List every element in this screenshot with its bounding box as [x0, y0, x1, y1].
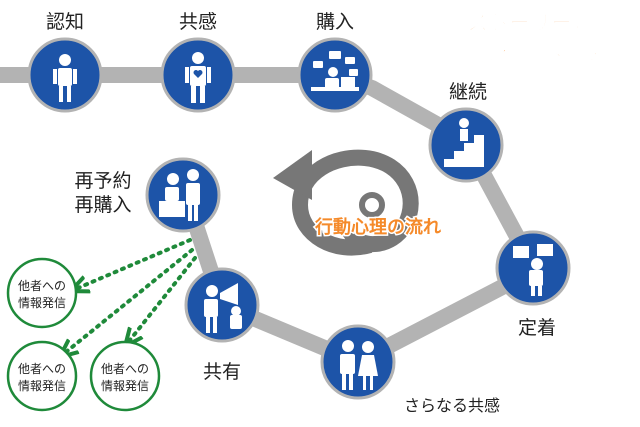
label-retention: 定着	[518, 317, 556, 339]
person-icon	[53, 54, 77, 102]
node-purchase	[297, 37, 373, 113]
share-arrow-2	[66, 248, 194, 352]
share-bubble-3-line1: 他者への	[101, 362, 149, 376]
meeting-icon	[159, 169, 200, 221]
label-further-empathy: さらなる共感	[404, 396, 500, 415]
node-further-empathy	[320, 324, 396, 400]
label-purchase: 購入	[316, 11, 354, 33]
node-empathy	[160, 37, 236, 113]
node-repeat	[145, 157, 221, 233]
share-bubble-3-line2: 情報発信	[101, 379, 149, 393]
label-share: 共有	[203, 361, 241, 383]
board-person-icon	[513, 244, 553, 296]
center-flow-label: 行動心理の流れ	[314, 216, 441, 238]
computer-user-icon	[311, 51, 359, 91]
share-arrow-3	[130, 256, 197, 340]
share-bubble-2-line1: 他者への	[18, 362, 66, 376]
node-share	[184, 267, 260, 343]
share-bubble-1-line1: 他者への	[18, 279, 66, 293]
label-continuation: 継続	[449, 81, 487, 103]
label-empathy: 共感	[179, 11, 217, 33]
share-bubble-1: 他者への 情報発信	[6, 257, 78, 329]
title-line1: ストーリーと	[467, 11, 593, 35]
megaphone-icon	[204, 283, 242, 333]
share-bubble-3: 他者への 情報発信	[89, 340, 161, 412]
label-repeat-line2: 再購入	[74, 194, 131, 216]
node-awareness	[27, 37, 103, 113]
share-bubble-2: 他者への 情報発信	[6, 340, 78, 412]
node-retention	[495, 230, 571, 306]
share-arrows	[66, 238, 197, 352]
share-bubble-1-line2: 情報発信	[18, 296, 66, 310]
share-bubble-2-line2: 情報発信	[18, 379, 66, 393]
stairs-icon	[444, 118, 484, 167]
label-awareness: 認知	[46, 11, 84, 33]
title-line2: 共感を生み出す	[457, 41, 604, 65]
node-continuation	[428, 107, 504, 183]
spiral-icon	[273, 149, 419, 256]
label-repeat-line1: 再予約	[74, 170, 131, 192]
couple-icon	[340, 340, 378, 390]
